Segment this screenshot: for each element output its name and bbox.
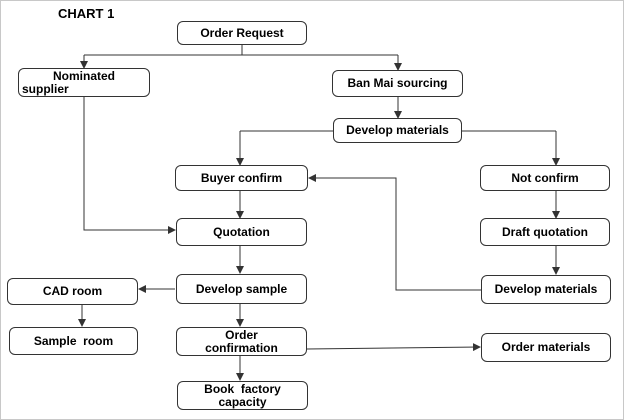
develop-materials-top-box: Develop materials xyxy=(333,118,462,143)
book-factory-capacity-label-line1: Book factory xyxy=(204,381,281,396)
buyer-confirm-box: Buyer confirm xyxy=(175,165,308,191)
buyer-confirm-label: Buyer confirm xyxy=(200,170,283,185)
chart-title: CHART 1 xyxy=(58,6,115,21)
connector-confirmation-to-materials xyxy=(306,343,481,352)
nominated-supplier-label-line1: Nominated xyxy=(52,68,115,83)
develop-sample-label: Develop sample xyxy=(195,281,288,296)
connector-nominated-to-quotation xyxy=(83,97,176,234)
develop-sample-box: Develop sample xyxy=(176,274,307,304)
sample-room-box: Sample room xyxy=(9,327,138,355)
quotation-box: Quotation xyxy=(176,218,307,246)
nominated-supplier-box: Nominated supplier xyxy=(18,68,150,97)
develop-materials-right-label: Develop materials xyxy=(494,282,598,296)
order-request-label: Order Request xyxy=(200,25,284,40)
develop-materials-top-label: Develop materials xyxy=(346,123,449,137)
ban-mai-sourcing-box: Ban Mai sourcing xyxy=(332,70,463,97)
order-confirmation-box: Order confirmation xyxy=(176,327,307,356)
ban-mai-sourcing-label: Ban Mai sourcing xyxy=(347,76,448,90)
sample-room-label: Sample room xyxy=(33,333,114,348)
book-factory-capacity-label-line2: capacity xyxy=(218,394,267,409)
quotation-label: Quotation xyxy=(213,224,270,239)
cad-room-label: CAD room xyxy=(42,284,103,298)
cad-room-box: CAD room xyxy=(7,278,138,305)
order-confirmation-label-line1: Order xyxy=(225,327,258,342)
nominated-supplier-label-line2: supplier xyxy=(22,81,69,96)
order-materials-label: Order materials xyxy=(501,340,591,354)
order-materials-box: Order materials xyxy=(481,333,611,362)
order-confirmation-label-line2: confirmation xyxy=(205,340,278,355)
develop-materials-right-box: Develop materials xyxy=(481,275,611,304)
not-confirm-box: Not confirm xyxy=(480,165,610,191)
order-request-box: Order Request xyxy=(177,21,307,45)
draft-quotation-box: Draft quotation xyxy=(480,218,610,246)
not-confirm-label: Not confirm xyxy=(511,170,579,185)
book-factory-capacity-box: Book factory capacity xyxy=(177,381,308,410)
draft-quotation-label: Draft quotation xyxy=(502,224,588,239)
connector-develop-to-buyer xyxy=(308,174,481,291)
